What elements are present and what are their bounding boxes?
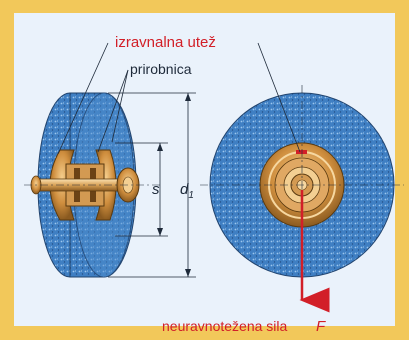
balancing-weight-marker [296,150,307,154]
label-balancing-weight: izravnalna utež [115,34,216,51]
label-force-symbol: F [316,318,326,335]
label-flange: prirobnica [130,61,192,77]
dimension-s-label: s [152,181,160,198]
label-unbalanced-force: neuravnotežena sila [162,318,288,334]
